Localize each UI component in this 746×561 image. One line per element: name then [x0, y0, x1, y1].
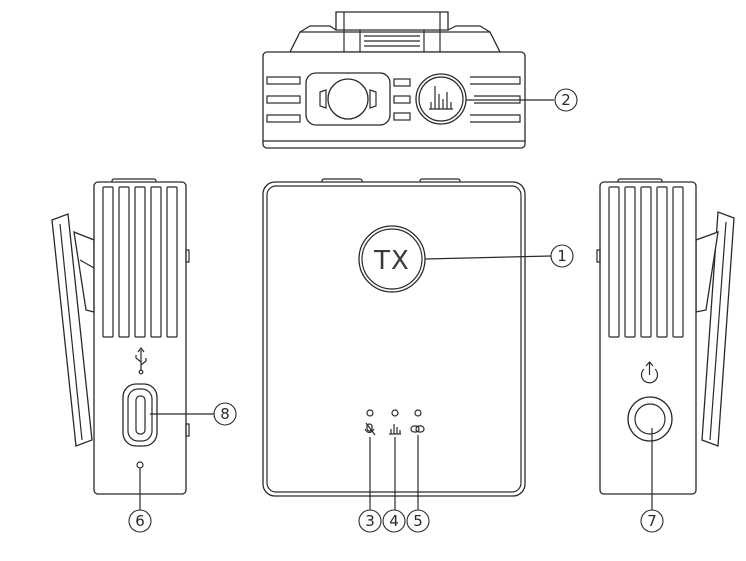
- power-button: [627, 396, 673, 442]
- svg-text:6: 6: [135, 512, 145, 530]
- link-icon: [410, 425, 425, 433]
- indicator-leds: [366, 409, 422, 417]
- front-view: TX 1: [262, 178, 574, 533]
- mic-muted-icon: [364, 422, 376, 436]
- svg-text:5: 5: [413, 512, 423, 530]
- tx-button: TX: [358, 225, 426, 293]
- left-body: [93, 181, 187, 495]
- top-view: 2: [262, 11, 578, 149]
- callout-8: 8: [213, 402, 237, 426]
- usb-icon: [135, 347, 147, 375]
- front-body: [262, 181, 526, 497]
- top-clip: [288, 11, 502, 53]
- svg-text:1: 1: [557, 247, 567, 265]
- svg-text:4: 4: [389, 512, 399, 530]
- svg-text:7: 7: [647, 512, 657, 530]
- left-side-view: 8 6: [51, 178, 237, 533]
- callout-2: 2: [554, 88, 578, 112]
- callout-4: 4: [382, 509, 406, 533]
- right-side-view: 7: [596, 178, 735, 533]
- audio-bars-small-icon: [389, 424, 401, 435]
- svg-text:2: 2: [561, 91, 571, 109]
- callout-5: 5: [406, 509, 430, 533]
- callout-6: 6: [128, 509, 152, 533]
- audio-bars-icon: [429, 86, 453, 110]
- left-clip: [51, 213, 93, 447]
- top-fins-center: [393, 78, 411, 121]
- callout-1: 1: [550, 244, 574, 268]
- top-mic-grille: [305, 72, 391, 126]
- right-fins: [608, 186, 684, 338]
- usb-c-port: [122, 383, 158, 447]
- svg-text:3: 3: [365, 512, 375, 530]
- right-body: [599, 181, 697, 495]
- svg-text:8: 8: [220, 405, 230, 423]
- power-icon: [640, 361, 659, 384]
- callout-3: 3: [358, 509, 382, 533]
- tx-label: TX: [373, 246, 410, 276]
- top-audio-button: [415, 73, 467, 125]
- left-fins: [102, 186, 178, 338]
- callout-7: 7: [640, 509, 664, 533]
- top-fins-left: [266, 76, 301, 123]
